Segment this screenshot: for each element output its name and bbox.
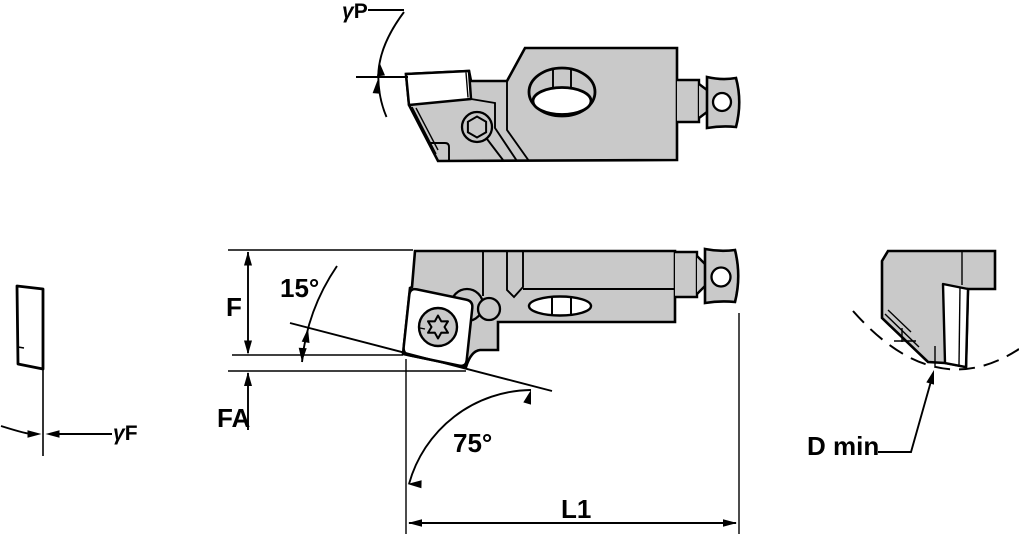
hex-socket-icon xyxy=(466,115,488,139)
knob-hole-top xyxy=(711,91,733,113)
label-shear-angle: 15° xyxy=(280,273,319,303)
knob-hole-side xyxy=(710,266,732,288)
bore-circle-dashed xyxy=(852,310,1019,371)
label-dim-f: F xyxy=(226,292,242,322)
pocket-notch xyxy=(429,142,450,160)
insert-top-view xyxy=(404,69,473,107)
label-lead-angle: 75° xyxy=(453,428,492,458)
label-dim-l1: L1 xyxy=(561,494,591,524)
insert-edge-profile xyxy=(15,284,45,371)
hex-screw xyxy=(460,110,494,144)
side-slot xyxy=(527,295,593,317)
dimension-annotations: F FA 15° 75° L1 xyxy=(217,249,740,534)
label-dim-fa: FA xyxy=(217,403,250,433)
torx-icon xyxy=(427,314,449,340)
clamp-slot-inner xyxy=(531,86,593,116)
label-gamma-f: γF xyxy=(113,422,138,445)
tool-front-profile xyxy=(880,249,997,369)
gamma-p-annotation: γP xyxy=(342,0,408,118)
top-view-drawing xyxy=(404,46,741,163)
insert-front-view xyxy=(941,282,970,369)
shear-angle-line xyxy=(289,322,553,392)
label-gamma-p: γP xyxy=(342,0,368,23)
insert-edge-view: γF xyxy=(0,284,138,456)
min-bore-view: D min xyxy=(807,249,1019,461)
side-view-drawing xyxy=(401,247,740,369)
label-min-bore: D min xyxy=(807,431,879,461)
